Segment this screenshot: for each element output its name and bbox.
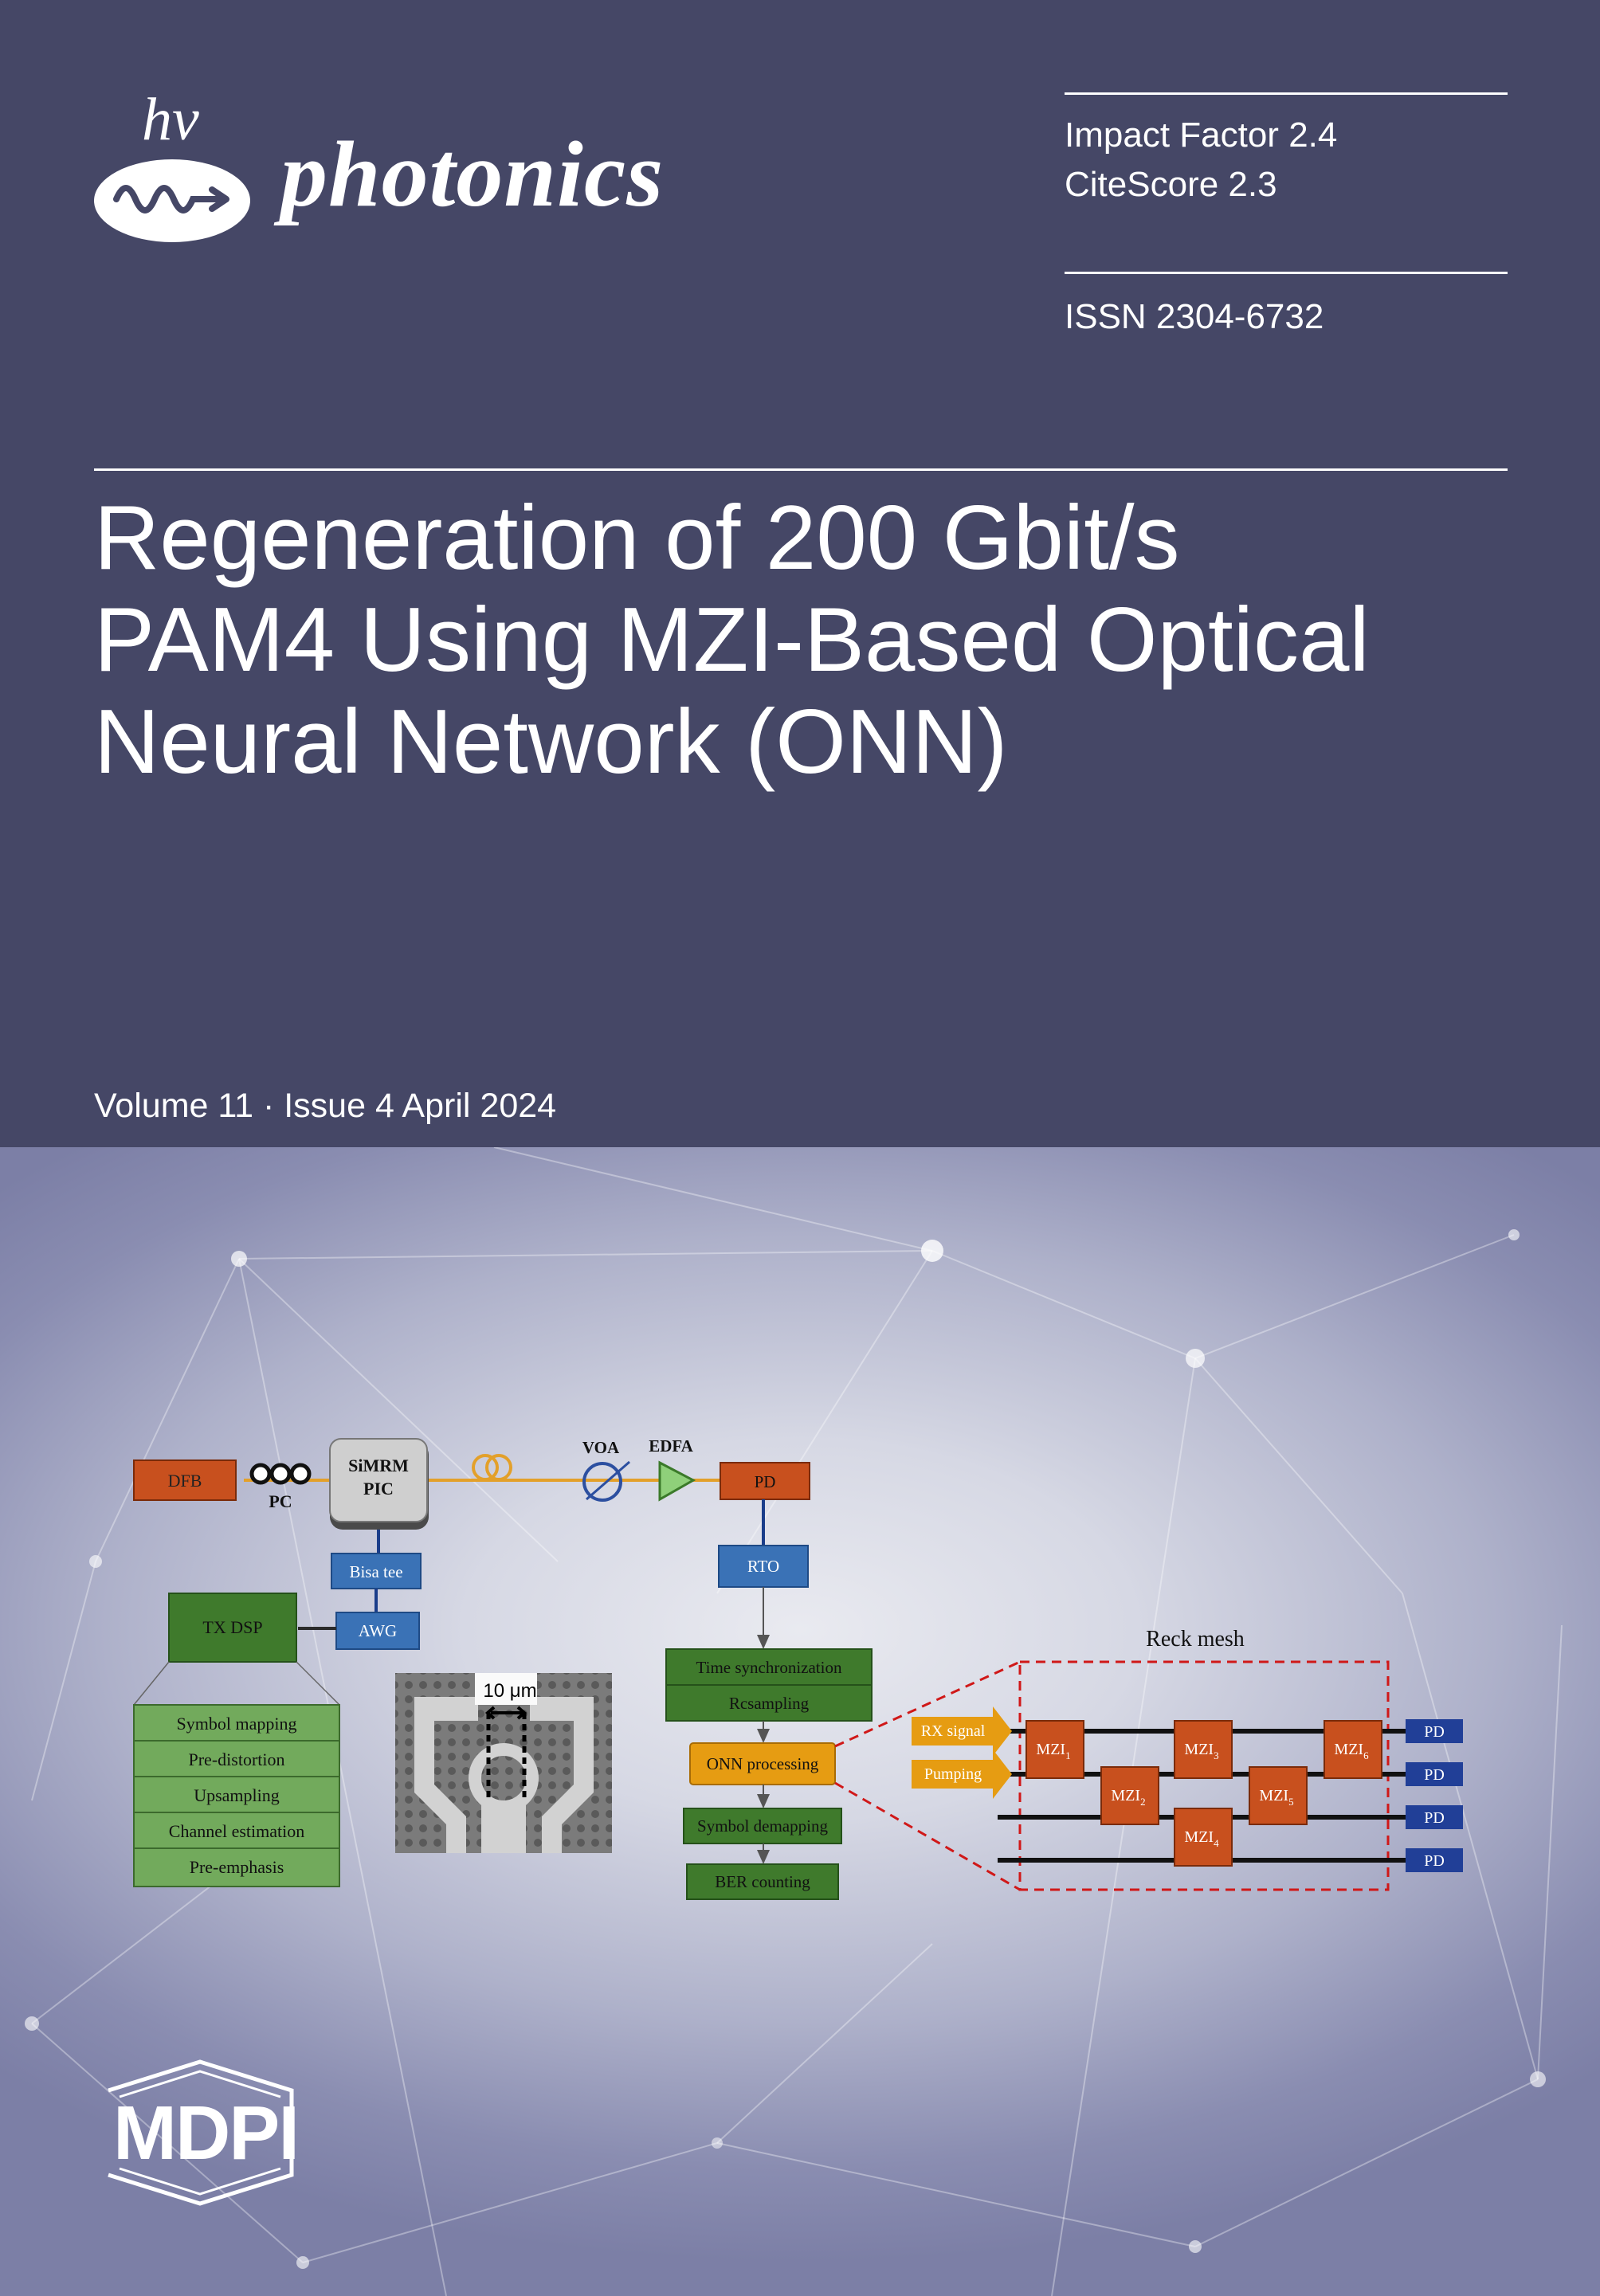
title-divider (94, 468, 1508, 471)
awg-box (335, 1612, 420, 1650)
time-sync-label: Time synchronization (696, 1658, 842, 1677)
svg-text:MZI6: MZI6 (1334, 1741, 1369, 1761)
pumping-label: Pumping (924, 1765, 982, 1783)
simrm-label: SiMRM (348, 1456, 409, 1475)
callout-line (296, 1661, 340, 1706)
edfa-amplifier-icon (658, 1460, 696, 1502)
dsp-steps: Symbol mapping Pre-distortion Upsampling… (133, 1704, 340, 1887)
mzi-3: MZI3 (1174, 1720, 1233, 1779)
article-title: Regeneration of 200 Gbit/s PAM4 Using MZ… (94, 488, 1528, 793)
callout-line (133, 1661, 170, 1706)
ber-counting-box (686, 1863, 839, 1900)
fiber-spool-icon (485, 1454, 512, 1481)
rx-signal-arrow (912, 1706, 1012, 1756)
dfb-label: DFB (168, 1471, 202, 1491)
micrograph-scale-label: 10 μm (483, 1680, 536, 1702)
zoom-line (834, 1781, 1021, 1891)
title-line: Regeneration of 200 Gbit/s (94, 488, 1180, 589)
svg-text:MZI2: MZI2 (1111, 1787, 1145, 1808)
tx-dsp-box (168, 1593, 297, 1663)
issue-info: Volume 11 · Issue 4 April 2024 (94, 1087, 557, 1125)
mzi-2: MZI2 (1100, 1766, 1159, 1825)
middle-right-divider (1065, 272, 1508, 274)
simrm-chip (329, 1438, 428, 1522)
dsp-step: Channel estimation (169, 1821, 304, 1841)
fiber-spool-icon (472, 1454, 499, 1481)
citescore: CiteScore 2.3 (1065, 165, 1277, 204)
mzi-6: MZI6 (1324, 1720, 1382, 1779)
bias-tee-label: Bisa tee (349, 1562, 402, 1581)
voa-label: VOA (582, 1438, 620, 1457)
pd-label: PD (755, 1472, 776, 1491)
bias-tee-box (331, 1553, 422, 1589)
mzi-5: MZI5 (1249, 1766, 1308, 1825)
mzi-1: MZI1 (1025, 1720, 1084, 1779)
dsp-step: Symbol mapping (177, 1714, 297, 1734)
mdpi-logo-icon (108, 2059, 294, 2206)
mzi-4: MZI4 (1174, 1808, 1233, 1867)
title-line: Neural Network (ONN) (94, 692, 1008, 793)
impact-factor: Impact Factor 2.4 (1065, 116, 1338, 155)
output-pd-label: PD (1424, 1809, 1445, 1827)
title-line: PAM4 Using MZI-Based Optical (94, 590, 1370, 691)
symbol-demapping-label: Symbol demapping (697, 1816, 828, 1836)
edfa-label: EDFA (649, 1436, 693, 1456)
network-background (25, 1147, 1563, 2296)
output-pd-label: PD (1424, 1852, 1445, 1870)
polarization-controller-icon (249, 1463, 312, 1485)
device-micrograph (395, 1673, 612, 1853)
pc-label: PC (269, 1491, 292, 1511)
header-band (0, 0, 1600, 1147)
rx-signal-label: RX signal (921, 1722, 986, 1740)
rto-box (718, 1545, 809, 1588)
output-pd-label: PD (1424, 1766, 1445, 1784)
reck-mesh-label: Reck mesh (1146, 1627, 1245, 1651)
mdpi-logo-text: MDPI (113, 2090, 300, 2176)
pumping-arrow (912, 1749, 1012, 1799)
top-right-divider (1065, 92, 1508, 95)
svg-text:MZI1: MZI1 (1036, 1741, 1070, 1761)
dsp-step: Upsampling (194, 1785, 280, 1805)
onn-processing-label: ONN processing (707, 1754, 819, 1773)
photonics-logo-mark (94, 159, 250, 242)
output-pd-label: PD (1424, 1723, 1445, 1741)
pd-box (720, 1462, 810, 1500)
logo-hv-text: hv (142, 86, 199, 153)
pic-label: PIC (363, 1479, 394, 1499)
awg-label: AWG (359, 1621, 397, 1640)
issn: ISSN 2304-6732 (1065, 297, 1324, 336)
dfb-box (133, 1459, 237, 1501)
ber-counting-label: BER counting (715, 1872, 810, 1891)
voa-arrow (586, 1460, 630, 1501)
rto-label: RTO (747, 1557, 779, 1576)
symbol-demapping-box (683, 1808, 842, 1844)
dsp-step: Pre-distortion (189, 1749, 285, 1769)
journal-name: photonics (280, 122, 665, 226)
voa-icon (582, 1462, 622, 1502)
resampling-label: Rcsampling (729, 1694, 810, 1713)
dsp-step: Pre-emphasis (190, 1857, 284, 1877)
svg-text:MZI5: MZI5 (1259, 1787, 1293, 1808)
output-pds: PD PD PD PD (1406, 1719, 1463, 1872)
svg-text:MZI4: MZI4 (1184, 1828, 1219, 1849)
tx-dsp-label: TX DSP (202, 1617, 262, 1637)
zoom-line (834, 1660, 1021, 1748)
svg-text:MZI3: MZI3 (1184, 1741, 1218, 1761)
